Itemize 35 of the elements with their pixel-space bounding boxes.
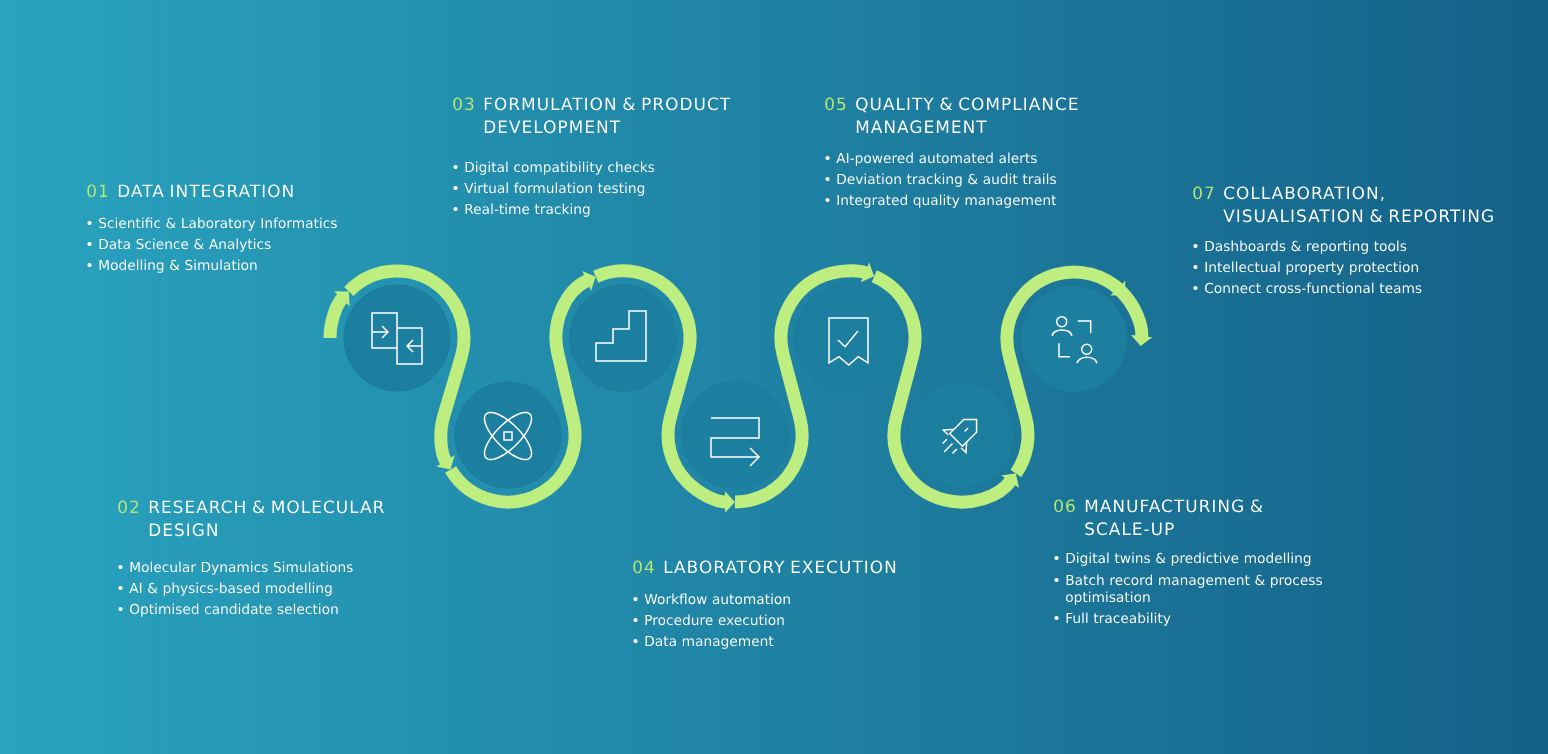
step-number: 01: [87, 184, 108, 198]
list-item: Real-time tracking: [465, 203, 590, 217]
list-item: Scientific & Laboratory Informatics: [99, 217, 337, 231]
step-number: 03: [453, 97, 474, 111]
step-title: LABORATORY EXECUTION: [664, 560, 896, 574]
list-item: Full traceability: [1066, 612, 1171, 626]
step-number: 05: [825, 97, 846, 111]
list-item: Deviation tracking & audit trails: [837, 173, 1056, 187]
list-item: Workflow automation: [644, 593, 790, 605]
step-title: MANUFACTURING & SCALE-UP: [1085, 499, 1263, 536]
list-item: AI & physics-based modelling: [129, 582, 332, 596]
step-title: DATA INTEGRATION: [118, 184, 293, 198]
list-item: Batch record management & process optimisation: [1065, 574, 1322, 605]
list-item: Optimised candidate selection: [130, 603, 338, 617]
list-item: Procedure execution: [645, 614, 784, 626]
list-item: AI-powered automated alerts: [836, 152, 1037, 166]
step-title: QUALITY & COMPLIANCE MANAGEMENT: [856, 97, 1078, 134]
step-number: 02: [118, 500, 139, 514]
step-title: COLLABORATION, VISUALISATION & REPORTING: [1223, 186, 1493, 223]
list-item: Digital compatibility checks: [465, 161, 655, 175]
step-number: 06: [1054, 499, 1075, 513]
list-item: Data Science & Analytics: [99, 238, 271, 252]
list-item: Data management: [645, 635, 774, 649]
list-item: Virtual formulation testing: [464, 182, 645, 196]
step-title: FORMULATION & PRODUCT DEVELOPMENT: [484, 97, 731, 134]
list-item: Digital twins & predictive modelling: [1066, 552, 1311, 566]
step-title: RESEARCH & MOLECULAR DESIGN: [149, 500, 384, 537]
list-item: Connect cross-functional teams: [1204, 282, 1422, 294]
step-number: 04: [633, 560, 654, 574]
step-number: 07: [1193, 186, 1214, 200]
list-item: Dashboards & reporting tools: [1205, 240, 1407, 254]
list-item: Modelling & Simulation: [99, 259, 257, 273]
list-item: Integrated quality management: [837, 194, 1057, 208]
list-item: Molecular Dynamics Simulations: [130, 561, 353, 575]
list-item: Intellectual property protection: [1205, 261, 1418, 275]
